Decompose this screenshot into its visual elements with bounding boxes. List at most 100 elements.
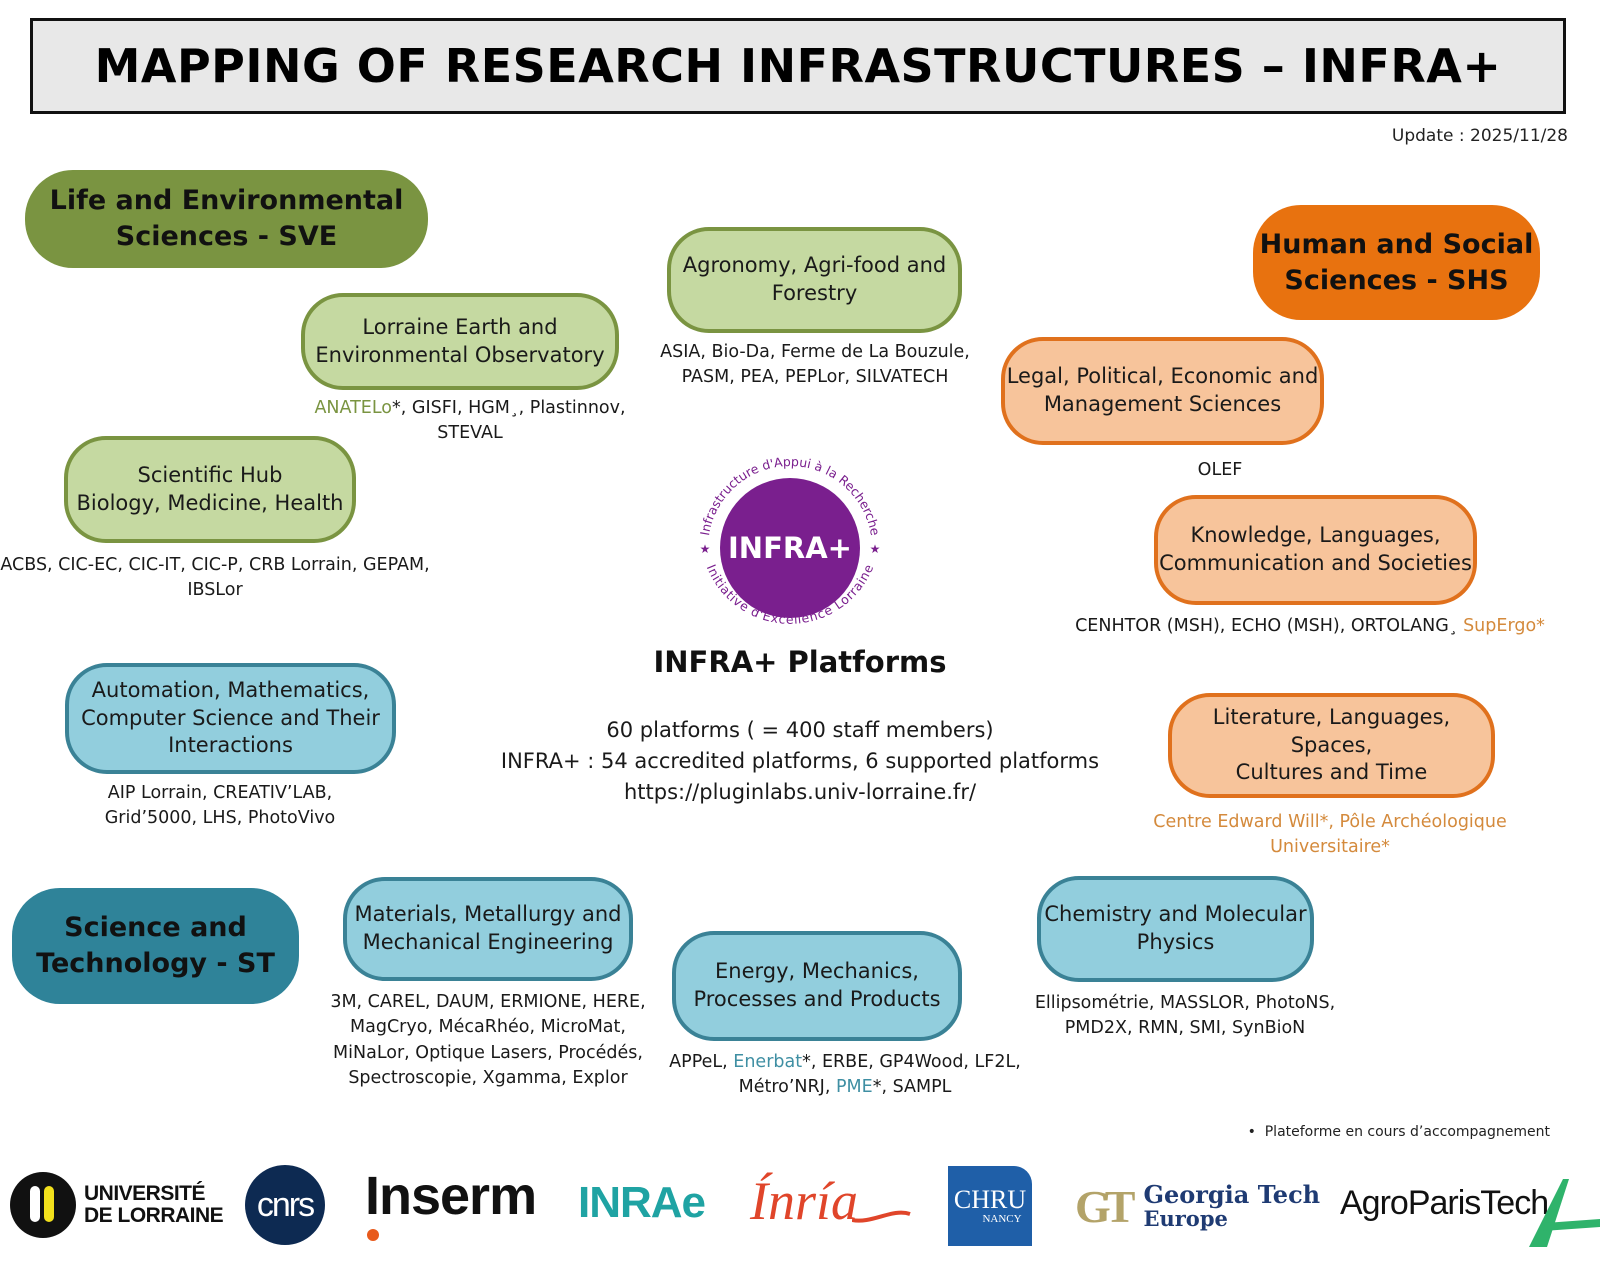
- agroparistech-mark-icon: [1529, 1179, 1600, 1247]
- platforms-materials-line1: 3M, CAREL, DAUM, ERMIONE, HERE,: [330, 992, 646, 1012]
- cnrs-text: cnrs: [256, 1185, 315, 1224]
- logo-inria: Ínría: [750, 1170, 912, 1232]
- logo-inrae: INRAe: [578, 1178, 706, 1228]
- domain-sve: Life and Environmental Sciences - SVE: [25, 170, 428, 268]
- cluster-bio: Scientific Hub Biology, Medicine, Health: [64, 436, 356, 543]
- logo-inserm: Inserm: [365, 1165, 537, 1241]
- title-banner: MAPPING OF RESEARCH INFRASTRUCTURES – IN…: [30, 18, 1566, 114]
- chru-text: CHRU: [953, 1185, 1027, 1214]
- stat-total: 60 platforms ( = 400 staff members): [606, 718, 994, 742]
- domain-shs: Human and Social Sciences - SHS: [1253, 205, 1540, 320]
- platforms-bio-line1: ACBS, CIC-EC, CIC-IT, CIC-P, CRB Lorrain…: [0, 555, 430, 575]
- update-date: Update : 2025/11/28: [1391, 126, 1568, 146]
- platforms-materials: 3M, CAREL, DAUM, ERMIONE, HERE, MagCryo,…: [310, 990, 666, 1092]
- platforms-energy-l2c: *, SAMPL: [872, 1077, 952, 1098]
- cluster-agro: Agronomy, Agri-food and Forestry: [667, 227, 962, 333]
- inserm-dot-icon: [367, 1229, 379, 1241]
- cluster-legal: Legal, Political, Economic and Managemen…: [1001, 337, 1324, 445]
- domain-sve-label: Life and Environmental Sciences - SVE: [49, 185, 404, 252]
- platforms-bio-line2: IBSLor: [187, 580, 243, 601]
- platforms-materials-line2: MagCryo, MécaRhéo, MicroMat,: [350, 1017, 626, 1038]
- platforms-title: INFRA+ Platforms: [653, 645, 947, 679]
- cluster-automation-label: Automation, Mathematics, Computer Scienc…: [81, 677, 380, 758]
- platforms-energy-l2a: Métro’NRJ,: [738, 1077, 836, 1098]
- legend-note: • Plateforme en cours d’accompagnement: [1248, 1124, 1550, 1140]
- star-icon: ★: [870, 542, 881, 556]
- cluster-knowledge-label: Knowledge, Languages, Communication and …: [1159, 523, 1472, 575]
- cluster-earth-label: Lorraine Earth and Environmental Observa…: [315, 314, 605, 367]
- cluster-automation: Automation, Mathematics, Computer Scienc…: [65, 663, 396, 774]
- platforms-agro-line1: ASIA, Bio-Da, Ferme de La Bouzule,: [660, 342, 970, 362]
- platforms-knowledge: CENHTOR (MSH), ECHO (MSH), ORTOLANG¸ Sup…: [1060, 614, 1560, 639]
- cluster-chemistry-label: Chemistry and Molecular Physics: [1044, 902, 1307, 954]
- gt-line1: Georgia Tech: [1143, 1179, 1321, 1209]
- logo-agroparistech: AgroParisTech: [1340, 1184, 1549, 1223]
- domain-st-label: Science and Technology - ST: [36, 912, 275, 979]
- platform-anatelo: ANATELo: [314, 398, 393, 418]
- platforms-chemistry-line2: PMD2X, RMN, SMI, SynBioN: [1064, 1018, 1306, 1039]
- cluster-literature: Literature, Languages, Spaces, Cultures …: [1168, 693, 1495, 798]
- platforms-stats: 60 platforms ( = 400 staff members) INFR…: [440, 715, 1160, 808]
- platforms-materials-line3: MiNaLor, Optique Lasers, Procédés,: [333, 1042, 643, 1063]
- cluster-earth: Lorraine Earth and Environmental Observa…: [301, 293, 619, 390]
- platforms-literature-line1: Centre Edward Will*, Pôle Archéologique: [1153, 812, 1507, 832]
- platform-supergo: SupErgo*: [1463, 616, 1545, 636]
- domain-st: Science and Technology - ST: [12, 888, 299, 1004]
- logo-chru-nancy: CHRU NANCY: [948, 1166, 1032, 1246]
- website-link[interactable]: https://pluginlabs.univ-lorraine.fr/: [623, 780, 977, 804]
- gt-line2: Europe: [1143, 1205, 1228, 1231]
- stat-accredited: INFRA+ : 54 accredited platforms, 6 supp…: [500, 749, 1100, 773]
- cluster-literature-label: Literature, Languages, Spaces, Cultures …: [1212, 704, 1451, 785]
- cluster-energy: Energy, Mechanics, Processes and Product…: [672, 931, 962, 1041]
- bullet-icon: •: [1247, 1124, 1256, 1140]
- partner-logos: UNIVERSITÉ DE LORRAINE cnrs Inserm INRAe…: [0, 1160, 1600, 1280]
- ul-line1: UNIVERSITÉ: [84, 1182, 206, 1205]
- platforms-bio: ACBS, CIC-EC, CIC-IT, CIC-P, CRB Lorrain…: [0, 553, 430, 604]
- platforms-agro: ASIA, Bio-Da, Ferme de La Bouzule, PASM,…: [640, 340, 990, 391]
- badge-circle: [720, 478, 860, 618]
- ul-mark-icon: [10, 1172, 76, 1238]
- platforms-chemistry: Ellipsométrie, MASSLOR, PhotoNS, PMD2X, …: [1010, 991, 1360, 1042]
- agroparistech-text: AgroParisTech: [1340, 1184, 1549, 1222]
- supported-star: *: [392, 398, 401, 418]
- gt-mark-icon: GT: [1075, 1181, 1136, 1232]
- platforms-energy-l1c: *, ERBE, GP4Wood, LF2L,: [802, 1052, 1021, 1072]
- ul-line2: DE LORRAINE: [84, 1204, 224, 1227]
- platform-enerbat: Enerbat: [733, 1052, 803, 1072]
- platforms-automation: AIP Lorrain, CREATIV’LAB, Grid’5000, LHS…: [40, 781, 400, 832]
- platform-pme: PME: [835, 1077, 873, 1098]
- inria-text: Ínría: [750, 1171, 858, 1231]
- cluster-bio-label: Scientific Hub Biology, Medicine, Health: [76, 462, 344, 515]
- platforms-materials-line4: Spectroscopie, Xgamma, Explor: [348, 1068, 628, 1089]
- cluster-materials-label: Materials, Metallurgy and Mechanical Eng…: [354, 902, 622, 954]
- inserm-text: Inserm: [365, 1166, 537, 1226]
- platforms-automation-line1: AIP Lorrain, CREATIV’LAB,: [107, 783, 333, 803]
- platforms-legal: OLEF: [1120, 458, 1320, 483]
- cluster-agro-label: Agronomy, Agri-food and Forestry: [682, 253, 947, 305]
- infra-plus-badge: INFRA+ Infrastructure d'Appui à la Reche…: [697, 454, 883, 627]
- logo-universite-de-lorraine: UNIVERSITÉ DE LORRAINE: [10, 1172, 224, 1238]
- cluster-knowledge: Knowledge, Languages, Communication and …: [1154, 495, 1477, 605]
- cluster-materials: Materials, Metallurgy and Mechanical Eng…: [343, 877, 633, 981]
- platforms-energy: APPeL, Enerbat*, ERBE, GP4Wood, LF2L, Mé…: [650, 1050, 1040, 1101]
- platforms-automation-line2: Grid’5000, LHS, PhotoVivo: [104, 808, 336, 829]
- inria-swash-icon: [852, 1210, 911, 1223]
- platforms-earth-line2: STEVAL: [437, 423, 503, 444]
- page-title: MAPPING OF RESEARCH INFRASTRUCTURES – IN…: [94, 39, 1502, 93]
- cluster-legal-label: Legal, Political, Economic and Managemen…: [1006, 364, 1319, 416]
- badge-text: INFRA+: [728, 531, 852, 565]
- legend-text: Plateforme en cours d’accompagnement: [1264, 1124, 1550, 1140]
- inrae-text: INRAe: [578, 1178, 706, 1227]
- platforms-agro-line2: PASM, PEA, PEPLor, SILVATECH: [681, 367, 949, 388]
- platforms-literature-line2: Universitaire*: [1270, 837, 1390, 858]
- logo-cnrs: cnrs: [245, 1165, 325, 1245]
- platforms-earth-line1: , GISFI, HGM¸, Plastinnov,: [400, 398, 626, 418]
- logo-georgia-tech-europe: GT Georgia Tech Europe: [1075, 1180, 1320, 1233]
- domain-shs-label: Human and Social Sciences - SHS: [1259, 228, 1534, 296]
- chru-nancy-text: NANCY: [982, 1213, 1022, 1225]
- star-icon: ★: [700, 542, 711, 556]
- platforms-literature: Centre Edward Will*, Pôle Archéologique …: [1140, 810, 1520, 861]
- platforms-legal-line1: OLEF: [1197, 460, 1243, 480]
- platforms-energy-l1a: APPeL,: [669, 1052, 734, 1072]
- platforms-earth: ANATELo*, GISFI, HGM¸, Plastinnov, STEVA…: [290, 396, 650, 447]
